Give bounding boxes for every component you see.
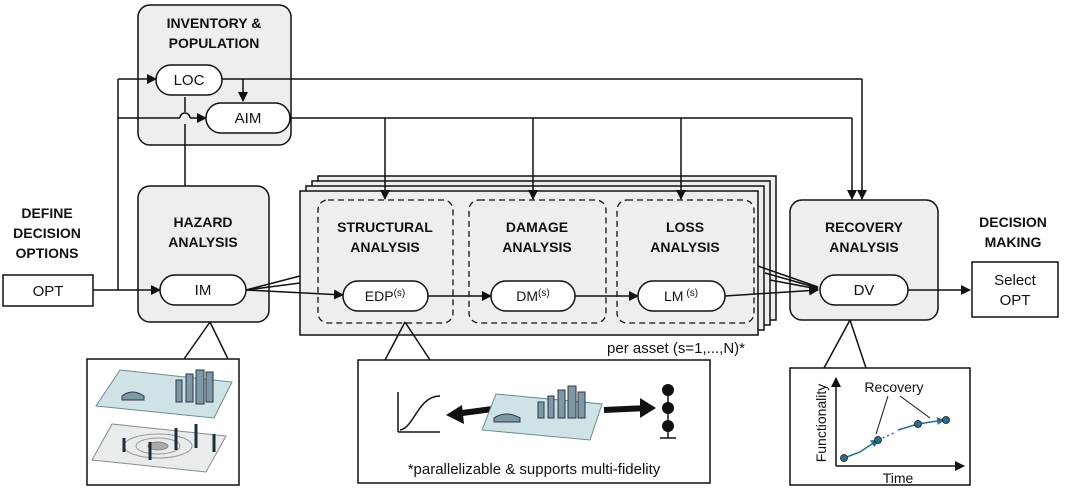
hazard-map-illustration	[91, 369, 233, 473]
plot-segment-2	[877, 431, 897, 441]
plot-ylabel: Functionality	[813, 384, 829, 463]
lm-label: LM(s)	[664, 288, 698, 304]
select-opt-node	[971, 261, 1059, 318]
aim-label: AIM	[235, 110, 262, 127]
plot-segment-1	[843, 439, 879, 459]
loss-box	[616, 199, 755, 324]
im-node	[159, 274, 247, 306]
loc-node	[155, 64, 223, 96]
damage-title-line2: ANALYSIS	[502, 239, 572, 255]
edp-node	[342, 280, 429, 312]
annotation-leader-right	[899, 395, 931, 419]
loss-title-line1: LOSS	[666, 219, 704, 235]
select-opt-line1: Select	[994, 272, 1037, 289]
recovery-plot: Functionality Time Recovery	[813, 377, 965, 486]
plot-point	[840, 454, 848, 462]
define-title-line3: OPTIONS	[15, 245, 78, 261]
decision-title-line1: DECISION	[979, 214, 1047, 230]
fragility-curve-icon	[397, 392, 441, 433]
loc-label: LOC	[174, 72, 205, 89]
structural-box	[317, 199, 454, 324]
dm-label: DM(s)	[516, 288, 549, 304]
loss-title-line2: ANALYSIS	[650, 239, 720, 255]
define-title-line1: DEFINE	[21, 205, 72, 221]
plot-xlabel: Time	[883, 470, 914, 486]
damage-states-icon	[660, 384, 676, 439]
dv-label: DV	[854, 282, 875, 299]
edp-label: EDP(s)	[365, 288, 405, 304]
asset-stack-front	[299, 190, 759, 336]
inventory-title-line2: POPULATION	[169, 35, 260, 51]
damage-title-line1: DAMAGE	[506, 219, 568, 235]
parallel-note: *parallelizable & supports multi-fidelit…	[408, 461, 661, 478]
lm-node	[637, 280, 726, 312]
inventory-title-line1: INVENTORY &	[167, 15, 262, 31]
damage-box	[468, 199, 607, 324]
annotation-leader-left	[875, 395, 889, 435]
structural-title-line1: STRUCTURAL	[337, 219, 433, 235]
decision-title-line2: MAKING	[985, 234, 1042, 250]
plot-point	[914, 420, 922, 428]
plot-annotation: Recovery	[864, 379, 923, 395]
opt-node	[2, 274, 94, 307]
dv-node	[819, 274, 909, 306]
city-map-illustration	[481, 385, 603, 441]
recovery-title-line1: RECOVERY	[825, 219, 904, 235]
hazard-title-line1: HAZARD	[173, 214, 232, 230]
plot-point	[874, 436, 882, 444]
dm-node	[490, 280, 576, 312]
structural-title-line2: ANALYSIS	[350, 239, 420, 255]
aim-node	[205, 102, 291, 134]
left-big-arrowhead	[446, 405, 464, 424]
right-big-arrowhead	[640, 398, 656, 418]
plot-point	[942, 416, 950, 424]
recovery-title-line2: ANALYSIS	[829, 239, 899, 255]
connectors	[93, 74, 971, 369]
define-title-line2: DECISION	[13, 225, 81, 241]
per-asset-note: per asset (s=1,...,N)*	[607, 340, 745, 357]
opt-label: OPT	[33, 283, 64, 300]
im-label: IM	[195, 282, 212, 299]
hazard-title-line2: ANALYSIS	[168, 234, 238, 250]
select-opt-line2: OPT	[1000, 292, 1031, 309]
